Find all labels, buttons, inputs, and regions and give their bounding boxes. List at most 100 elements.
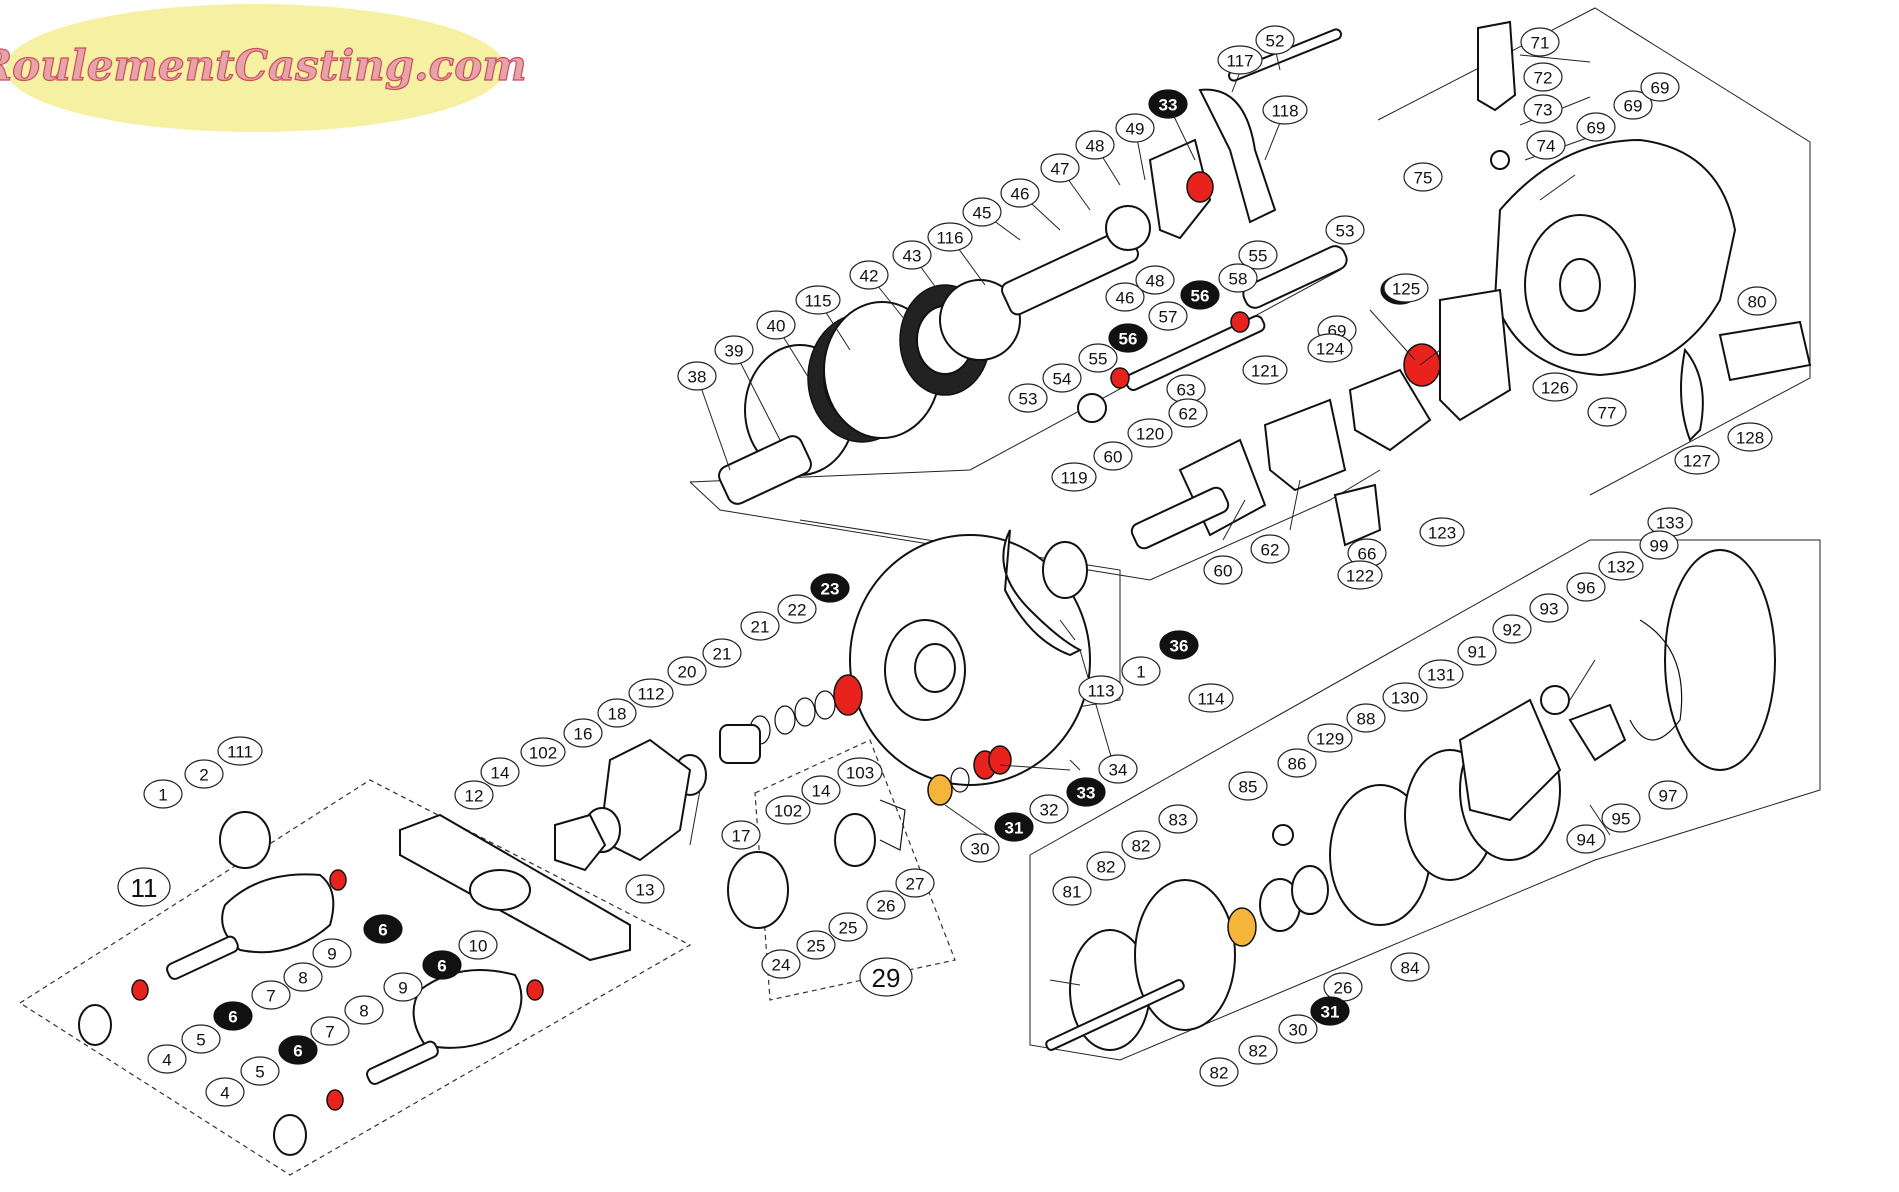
callout-oval xyxy=(1520,27,1560,57)
callout-number: 92 xyxy=(1503,621,1522,640)
callout-48: 48 xyxy=(1075,130,1115,160)
callout-9: 9 xyxy=(383,972,423,1002)
callout-number: 72 xyxy=(1534,69,1553,88)
callout-84: 84 xyxy=(1390,952,1430,982)
callout-25: 25 xyxy=(796,930,836,960)
callout-oval xyxy=(1148,89,1188,119)
callout-number: 33 xyxy=(1159,96,1178,115)
callout-number: 9 xyxy=(327,945,336,964)
callout-number: 124 xyxy=(1316,340,1344,359)
callout-number: 66 xyxy=(1358,545,1377,564)
callout-7: 7 xyxy=(251,980,291,1010)
callout-74: 74 xyxy=(1526,130,1566,160)
callout-number: 60 xyxy=(1214,562,1233,581)
callout-111: 111 xyxy=(217,736,263,766)
callout-83: 83 xyxy=(1158,804,1198,834)
callout-115: 115 xyxy=(795,285,841,315)
callout-71: 71 xyxy=(1520,27,1560,57)
callout-40: 40 xyxy=(756,310,796,340)
callout-36: 36 xyxy=(1159,630,1199,660)
callout-29: 29 xyxy=(859,957,913,997)
callout-number: 95 xyxy=(1612,810,1631,829)
callout-oval xyxy=(1250,534,1290,564)
callout-oval xyxy=(849,260,889,290)
callout-oval xyxy=(796,930,836,960)
callout-oval xyxy=(866,890,906,920)
callout-69: 69 xyxy=(1640,72,1680,102)
callout-94: 94 xyxy=(1566,824,1606,854)
callout-oval xyxy=(1180,280,1220,310)
callout-number: 1 xyxy=(158,786,167,805)
callout-62: 62 xyxy=(1168,398,1208,428)
callout-122: 122 xyxy=(1337,560,1383,590)
callout-number: 133 xyxy=(1656,514,1684,533)
callout-oval xyxy=(213,1001,253,1031)
callout-oval xyxy=(1158,804,1198,834)
callout-119: 119 xyxy=(1051,462,1097,492)
callout-121: 121 xyxy=(1242,355,1288,385)
callout-number: 5 xyxy=(196,1031,205,1050)
callout-number: 69 xyxy=(1587,119,1606,138)
callout-oval xyxy=(765,795,811,825)
callout-oval xyxy=(1218,263,1258,293)
callout-oval xyxy=(1648,780,1688,810)
callout-oval xyxy=(837,757,883,787)
callout-oval xyxy=(1307,333,1353,363)
callout-number: 27 xyxy=(906,875,925,894)
callout-6: 6 xyxy=(213,1001,253,1031)
callout-31: 31 xyxy=(994,812,1034,842)
callout-number: 17 xyxy=(732,827,751,846)
callout-number: 85 xyxy=(1239,778,1258,797)
callout-oval xyxy=(1566,572,1606,602)
callout-oval xyxy=(147,1044,187,1074)
callout-25: 25 xyxy=(828,912,868,942)
spool-assembly xyxy=(1045,549,1776,1051)
callout-47: 47 xyxy=(1040,153,1080,183)
callout-number: 57 xyxy=(1159,308,1178,327)
callout-number: 47 xyxy=(1051,160,1070,179)
cast-control xyxy=(1130,398,1382,550)
callout-oval xyxy=(383,972,423,1002)
callout-34: 34 xyxy=(1098,754,1138,784)
callout-number: 52 xyxy=(1266,32,1285,51)
callout-oval xyxy=(1121,656,1161,686)
callout-number: 77 xyxy=(1598,404,1617,423)
callout-2: 2 xyxy=(184,759,224,789)
callout-oval xyxy=(1492,614,1532,644)
callout-72: 72 xyxy=(1523,62,1563,92)
callout-120: 120 xyxy=(1127,418,1173,448)
callout-number: 2 xyxy=(199,766,208,785)
callout-117: 117 xyxy=(1217,45,1263,75)
callout-number: 5 xyxy=(255,1063,264,1082)
callout-number: 55 xyxy=(1249,247,1268,266)
callout-oval xyxy=(1108,323,1148,353)
callout-55: 55 xyxy=(1238,240,1278,270)
callout-number: 113 xyxy=(1087,682,1114,701)
callout-oval xyxy=(422,950,462,980)
callout-number: 38 xyxy=(688,368,707,387)
callout-82: 82 xyxy=(1121,830,1161,860)
callout-number: 20 xyxy=(678,663,697,682)
callout-oval xyxy=(1159,630,1199,660)
callout-number: 40 xyxy=(767,317,786,336)
callout-oval xyxy=(1523,62,1563,92)
callout-oval xyxy=(1238,1035,1278,1065)
callout-16: 16 xyxy=(563,718,603,748)
callout-number: 11 xyxy=(131,873,158,903)
callout-number: 129 xyxy=(1316,730,1344,749)
callout-48: 48 xyxy=(1135,265,1175,295)
callout-number: 91 xyxy=(1468,643,1487,662)
callout-128: 128 xyxy=(1727,422,1773,452)
callout-oval xyxy=(895,868,935,898)
callout-118: 118 xyxy=(1262,95,1308,125)
callout-60: 60 xyxy=(1203,555,1243,585)
callout-oval xyxy=(563,718,603,748)
callout-oval xyxy=(628,678,674,708)
callout-number: 99 xyxy=(1650,537,1669,556)
callout-131: 131 xyxy=(1418,659,1464,689)
callout-8: 8 xyxy=(283,962,323,992)
handle-assembly-11 xyxy=(78,811,631,1156)
callout-number: 82 xyxy=(1249,1042,1268,1061)
site-logo[interactable]: RoulementCasting.com xyxy=(0,4,527,132)
callout-oval xyxy=(1337,560,1383,590)
